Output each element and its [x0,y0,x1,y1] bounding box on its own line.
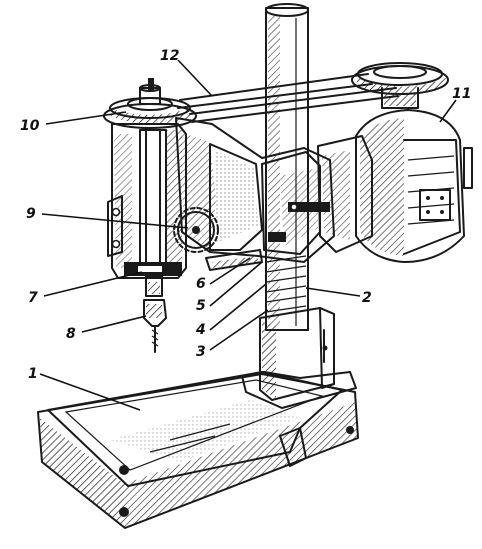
spindle-pulley [103,78,197,129]
callout-9: 9 [26,206,36,222]
leader-2 [305,287,361,297]
callout-4: 4 [195,322,206,338]
leader-6 [209,257,251,285]
leader-10 [45,111,127,125]
head-housing [175,117,335,263]
leader-1 [39,373,141,411]
callout-7: 7 [28,290,38,306]
motor-pulley [351,62,449,109]
callout-5: 5 [196,298,206,314]
leader-11 [439,99,457,123]
leader-12 [177,59,213,97]
callout-12: 12 [160,48,179,64]
leader-5 [209,261,263,307]
leader-7 [43,271,143,297]
base-table [37,371,359,529]
leader-9 [41,213,189,229]
spindle-housing [107,123,187,279]
column [265,3,309,331]
callout-8: 8 [66,326,76,342]
callout-6: 6 [196,276,206,292]
callout-1: 1 [28,366,38,382]
callout-2: 2 [362,290,372,306]
callout-3: 3 [196,344,206,360]
callout-10: 10 [20,118,40,134]
callout-labels: 1 2 3 4 5 6 7 8 9 10 11 12 [20,48,471,382]
column-base-block [241,307,357,409]
chuck-and-drill [143,275,167,353]
leader-lines [39,59,457,411]
leader-3 [209,309,269,351]
electric-motor [317,109,473,263]
feed-gear [173,207,219,253]
leader-4 [209,283,267,331]
leader-8 [81,315,147,333]
callout-11: 11 [452,86,471,102]
